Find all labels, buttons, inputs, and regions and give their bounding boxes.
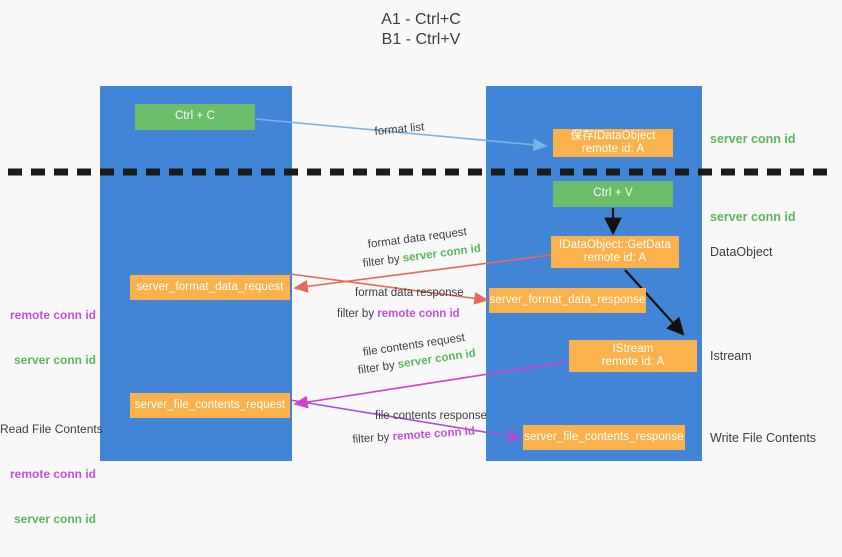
- node-ctrl-v[interactable]: Ctrl + V: [553, 181, 673, 207]
- node-ctrl-c-label: Ctrl + C: [174, 110, 216, 123]
- left-caption-remote-conn-id-1: remote conn id: [9, 308, 96, 322]
- node-ctrl-v-label: Ctrl + V: [593, 187, 633, 200]
- edge-label-file-contents-request-filter-prefix: filter by: [357, 359, 399, 377]
- left-caption-block-2: Read File Contents remote conn id server…: [0, 392, 103, 557]
- node-save-idataobject-line1: 保存IDataObject: [570, 129, 656, 142]
- edge-label-format-list: format list: [374, 121, 425, 138]
- diagram-canvas: A1 - Ctrl+C B1 - Ctrl+V A1 remote B1 con…: [0, 10, 842, 526]
- caption-server-conn-id-2: server conn id: [710, 210, 796, 224]
- page-title: A1 - Ctrl+C B1 - Ctrl+V: [0, 10, 842, 50]
- node-istream[interactable]: IStream remote id: A: [569, 340, 697, 372]
- left-caption-server-conn-id-2: server conn id: [13, 512, 96, 526]
- node-server-format-data-response[interactable]: server_format_data_response: [489, 288, 646, 313]
- node-istream-line1: IStream: [612, 342, 654, 355]
- caption-server-conn-id-1: server conn id: [710, 132, 796, 146]
- node-server-file-contents-response[interactable]: server_file_contents_response: [523, 425, 685, 450]
- node-server-format-data-request[interactable]: server_format_data_request: [130, 275, 290, 300]
- edge-label-format-data-request-filter-prefix: filter by: [362, 252, 404, 270]
- title-line-2: B1 - Ctrl+V: [381, 31, 461, 48]
- edge-label-format-data-response-filter-value: remote conn id: [377, 308, 460, 320]
- edge-label-format-data-response-filter-prefix: filter by: [337, 308, 378, 320]
- edge-label-file-contents-response: file contents response: [375, 410, 487, 422]
- edge-label-file-contents-response-filter: filter by remote conn id: [352, 424, 475, 448]
- caption-dataobject: DataObject: [710, 245, 773, 259]
- node-server-file-contents-request-label: server_file_contents_request: [134, 398, 286, 411]
- edge-label-format-data-response: format data response: [355, 287, 464, 299]
- edge-label-format-data-response-filter: filter by remote conn id: [337, 307, 460, 322]
- title-line-1: A1 - Ctrl+C: [381, 11, 461, 28]
- node-server-file-contents-response-label: server_file_contents_response: [524, 430, 684, 443]
- node-ctrl-c[interactable]: Ctrl + C: [135, 104, 255, 130]
- node-save-idataobject-line2: remote id: A: [581, 143, 645, 155]
- node-server-format-data-request-label: server_format_data_request: [136, 280, 284, 293]
- edge-label-file-contents-response-filter-value: remote conn id: [392, 425, 476, 444]
- node-save-idataobject[interactable]: 保存IDataObject remote id: A: [553, 129, 673, 157]
- node-idataobject-getdata[interactable]: IDataObject::GetData remote id: A: [551, 236, 679, 268]
- caption-istream: Istream: [710, 349, 752, 363]
- node-idataobject-getdata-line1: IDataObject::GetData: [559, 238, 671, 251]
- left-caption-remote-conn-id-2: remote conn id: [9, 467, 96, 481]
- caption-write-file-contents: Write File Contents: [710, 431, 817, 445]
- left-caption-block-1: remote conn id server conn id: [0, 278, 96, 398]
- node-server-format-data-response-label: server_format_data_response: [489, 293, 646, 306]
- node-idataobject-getdata-line2: remote id: A: [583, 252, 647, 264]
- left-caption-read-file-contents: Read File Contents: [0, 422, 103, 436]
- edge-label-file-contents-response-filter-prefix: filter by: [352, 431, 394, 446]
- left-caption-server-conn-id-1: server conn id: [13, 353, 96, 367]
- node-istream-line2: remote id: A: [601, 356, 665, 368]
- node-server-file-contents-request[interactable]: server_file_contents_request: [130, 393, 290, 418]
